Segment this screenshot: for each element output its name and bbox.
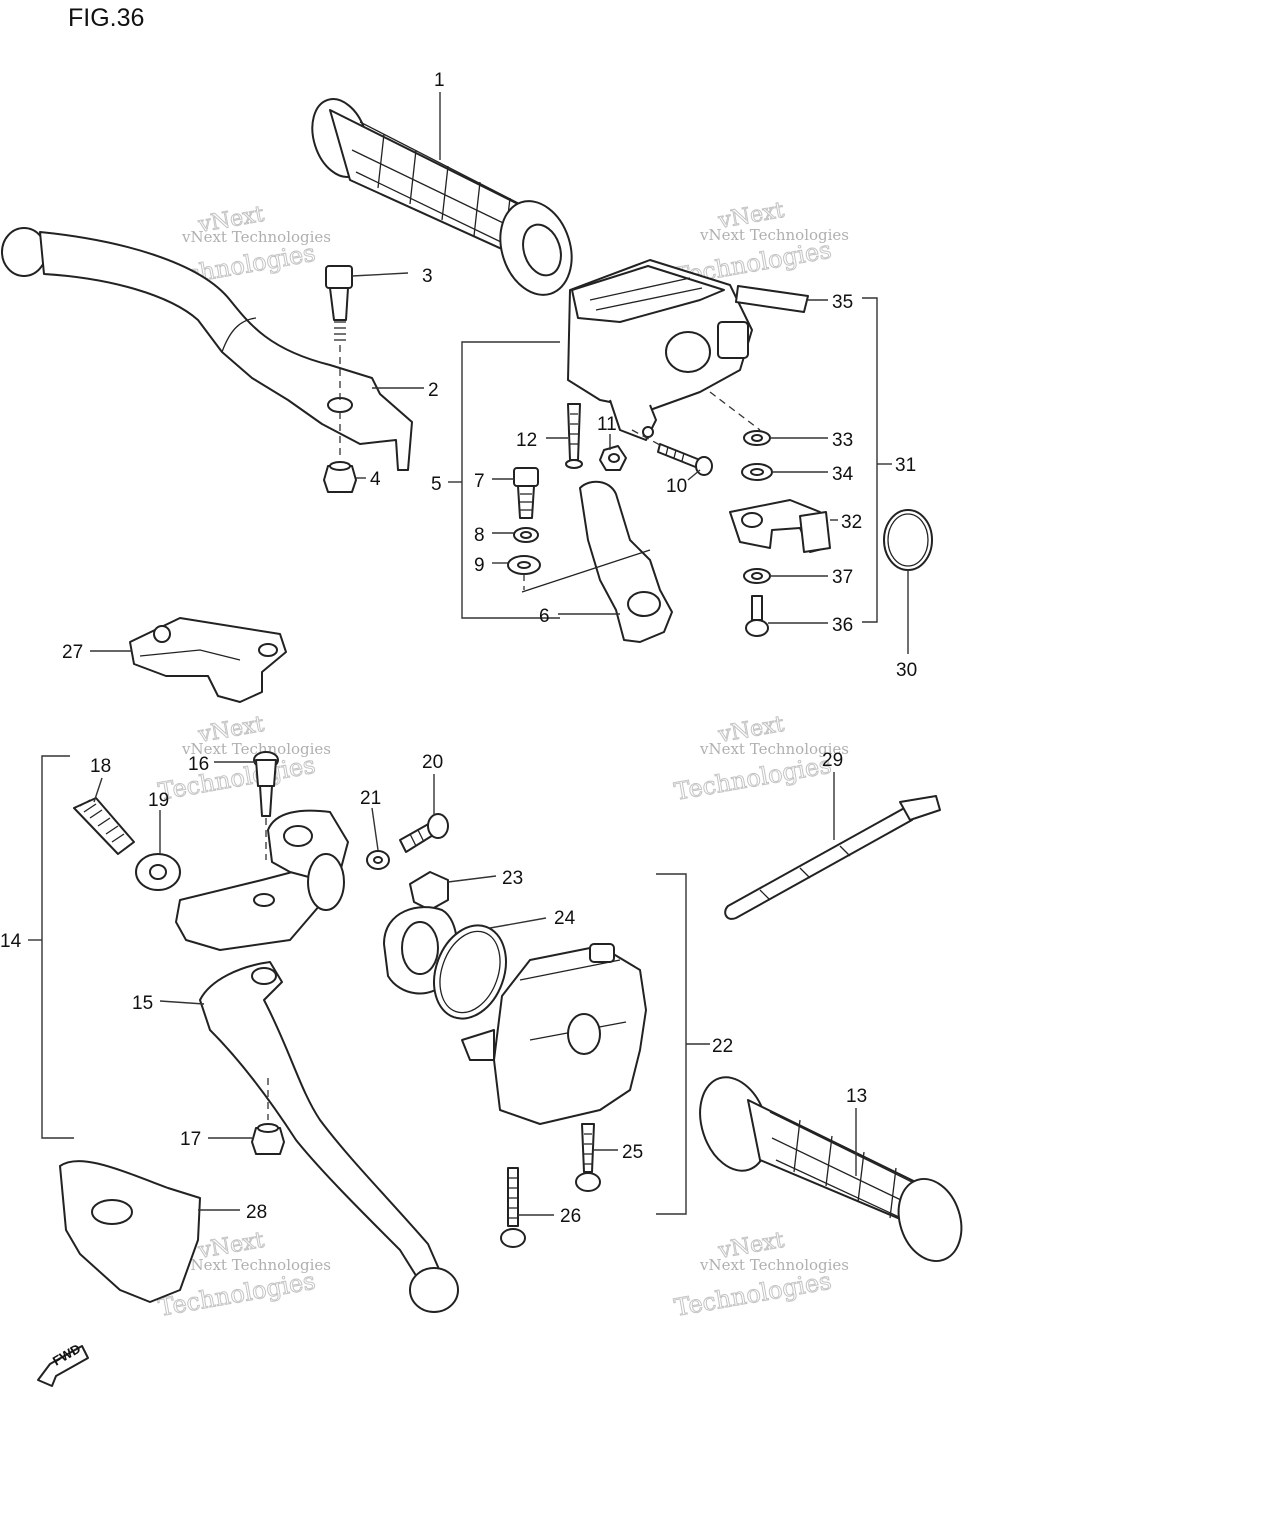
callout-12: 12 (516, 430, 537, 451)
brake-lever-part-2 (1, 227, 413, 471)
callout-21: 21 (360, 788, 381, 809)
nut-part-17 (251, 1078, 285, 1155)
callout-3: 3 (422, 266, 433, 287)
watermark-line: vNext Technologies (181, 228, 331, 246)
bracket-group-5 (461, 341, 560, 619)
washer-part-37 (743, 568, 771, 584)
screw-part-10 (631, 429, 713, 476)
callout-2: 2 (428, 380, 439, 401)
callout-23: 23 (502, 868, 523, 889)
bracket-group-31 (862, 297, 878, 623)
callout-22: 22 (712, 1036, 733, 1057)
guide-part-23 (383, 871, 458, 995)
callout-17: 17 (180, 1129, 201, 1150)
callout-15: 15 (132, 993, 153, 1014)
watermark-line: vNext Technologies (699, 1256, 849, 1274)
watermark-large: Technologies (156, 751, 317, 806)
callout-labels: 1 2 3 4 5 6 7 8 9 10 11 12 13 14 15 16 1… (0, 70, 917, 1227)
callout-24: 24 (554, 908, 576, 929)
grip-part-13 (699, 1076, 963, 1263)
washer-part-9 (507, 555, 541, 590)
figure-title: FIG.36 (68, 4, 144, 32)
clutch-lever-part-15 (199, 961, 459, 1313)
callout-10: 10 (666, 476, 687, 497)
ring-part-24 (433, 924, 507, 1020)
washer-part-34 (741, 463, 773, 481)
bracket-part-32 (729, 499, 831, 553)
cable-tie-part-29 (724, 795, 941, 920)
washer-part-19 (135, 853, 181, 891)
washer-part-33 (709, 391, 771, 446)
callout-13: 13 (846, 1086, 867, 1107)
callout-19: 19 (148, 790, 169, 811)
callout-33: 33 (832, 430, 853, 451)
switch-housing-part-22 (461, 943, 647, 1125)
watermark-mid-left: vNext vNext Technologies Technologies (156, 711, 331, 806)
callout-36: 36 (832, 615, 853, 636)
callout-26: 26 (560, 1206, 581, 1227)
callout-34: 34 (832, 464, 854, 485)
watermark-line: vNext Technologies (699, 740, 849, 758)
callout-18: 18 (90, 756, 111, 777)
bolt-part-3 (325, 265, 353, 400)
screw-part-36 (745, 595, 769, 637)
callout-11: 11 (597, 414, 617, 435)
nut-part-4 (323, 412, 357, 493)
callout-25: 25 (622, 1142, 643, 1163)
callout-8: 8 (474, 525, 485, 546)
callout-30: 30 (896, 660, 917, 681)
oring-part-30 (883, 509, 933, 571)
watermark-line: vNext Technologies (699, 226, 849, 244)
bolt-part-7 (513, 467, 539, 519)
bracket-group-14 (41, 755, 74, 1139)
lever-holder-part-14 (175, 809, 349, 951)
leader-lines (28, 92, 909, 1216)
nut-part-11 (599, 445, 627, 471)
washer-part-21 (366, 850, 390, 870)
screw-part-26 (500, 1167, 526, 1248)
callout-6: 6 (539, 606, 550, 627)
fwd-arrow-icon: FWD (37, 1341, 89, 1387)
callout-28: 28 (246, 1202, 267, 1223)
callout-7: 7 (474, 471, 485, 492)
callout-20: 20 (422, 752, 443, 773)
adjuster-part-18 (73, 797, 135, 855)
cover-part-28 (59, 1160, 201, 1303)
callout-29: 29 (822, 750, 843, 771)
label-part-35 (735, 285, 809, 313)
watermark-line: vNext Technologies (181, 740, 331, 758)
callout-16: 16 (188, 754, 209, 775)
callout-27: 27 (62, 642, 83, 663)
callout-35: 35 (832, 292, 853, 313)
bracket-group-22 (656, 873, 687, 1215)
callout-9: 9 (474, 555, 485, 576)
grip-part-1 (311, 98, 573, 296)
callout-37: 37 (832, 567, 853, 588)
callout-14: 14 (0, 931, 22, 952)
master-cylinder-part-31 (567, 259, 753, 441)
screw-part-12 (565, 403, 583, 469)
callout-5: 5 (431, 474, 442, 495)
watermark-bottom-right: vNext vNext Technologies Technologies (672, 1227, 849, 1322)
watermark-large: Technologies (672, 751, 833, 806)
bolt-part-20 (399, 813, 449, 853)
callout-32: 32 (841, 512, 862, 533)
watermark-line: vNext Technologies (181, 1256, 331, 1274)
callout-4: 4 (370, 469, 381, 490)
callout-31: 31 (895, 455, 916, 476)
watermark-large: Technologies (672, 1267, 833, 1322)
callout-1: 1 (434, 70, 445, 91)
plate-part-27 (129, 617, 287, 703)
switch-part-6 (521, 480, 673, 643)
screw-part-25 (575, 1123, 601, 1192)
washer-part-8 (513, 527, 539, 543)
bolt-part-16 (253, 751, 279, 860)
